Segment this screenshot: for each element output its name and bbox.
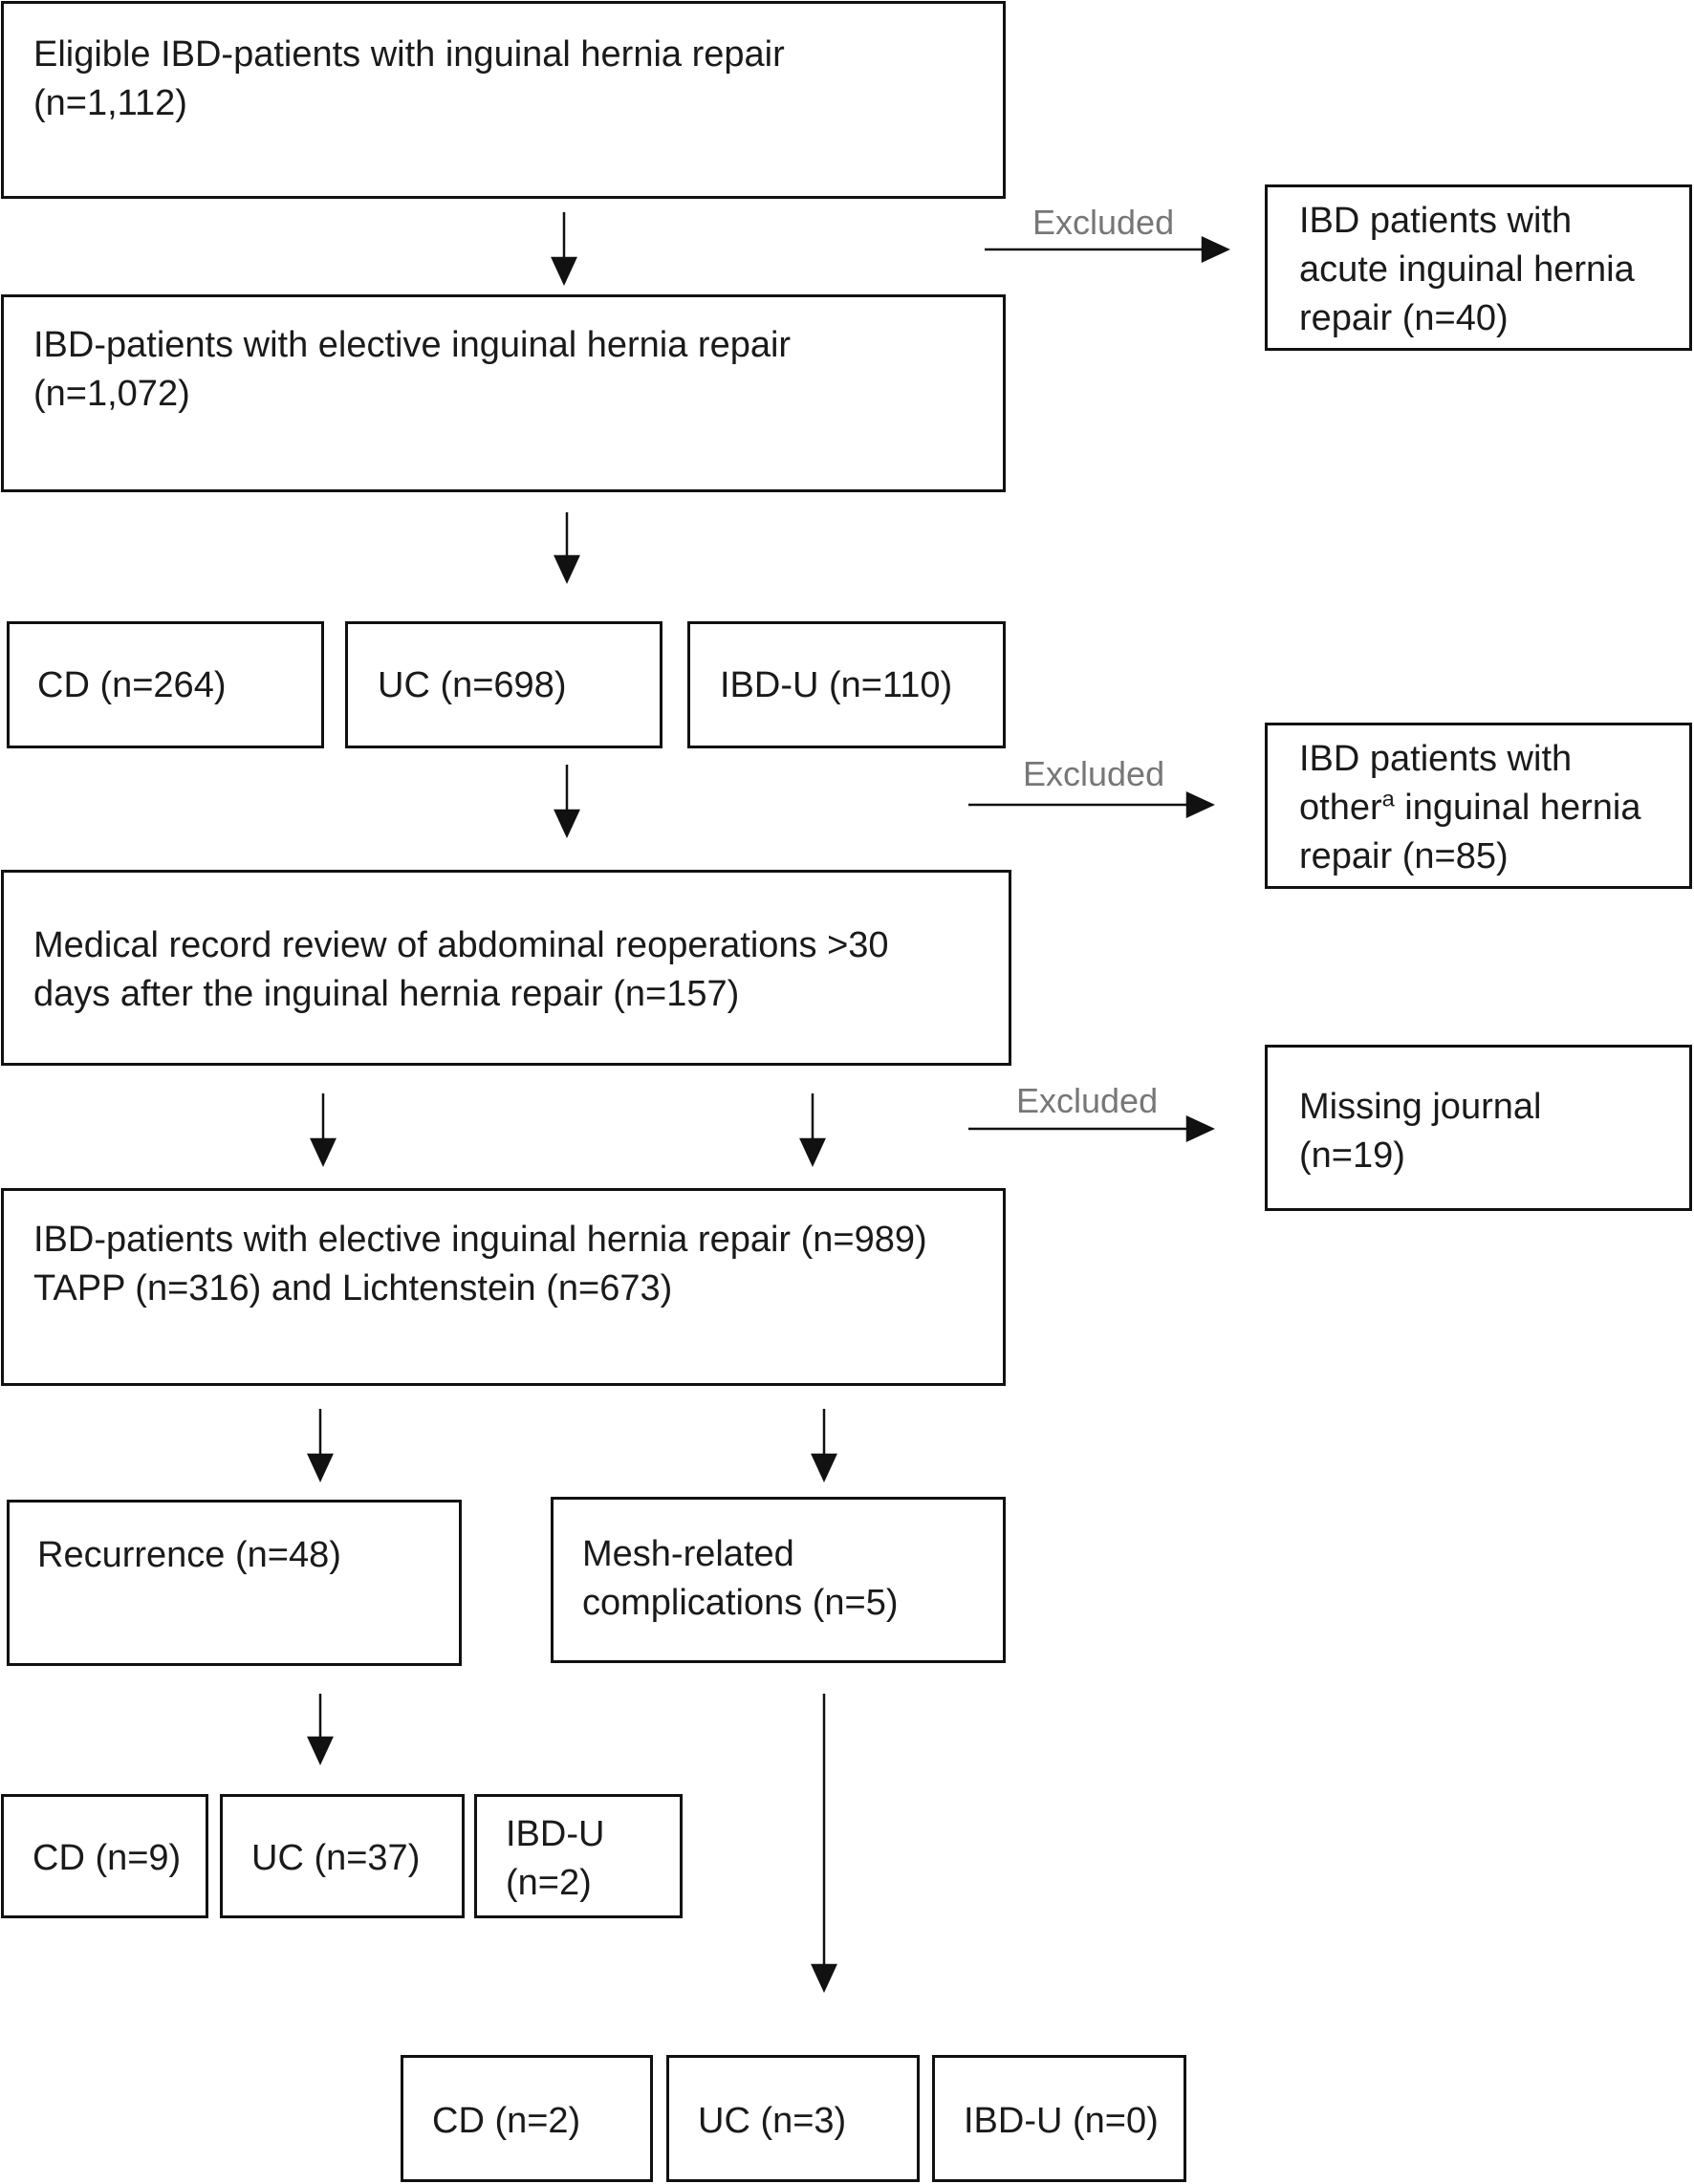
arrow-cohort-to-recurrence xyxy=(307,1409,334,1482)
excluded-label-1: Excluded xyxy=(1032,203,1175,242)
box-mesh-cd: CD (n=2) xyxy=(401,2055,653,2182)
box-other-line1: IBD patients with xyxy=(1299,739,1573,779)
arrow-subgroups-to-review xyxy=(554,765,580,838)
box-other-line3: repair (n=85) xyxy=(1299,836,1509,876)
box-rec-ibdu-line2: (n=2) xyxy=(506,1863,592,1903)
box-recurrence-cd: CD (n=9) xyxy=(1,1794,208,1918)
box-cohort-line2: TAPP (n=316) and Lichtenstein (n=673) xyxy=(33,1268,673,1308)
box-eligible-line2: (n=1,112) xyxy=(33,83,187,123)
arrow-recurrence-to-subgroups xyxy=(307,1694,334,1765)
arrow-review-to-cohort-left xyxy=(310,1093,337,1167)
box-mesh-line2: complications (n=5) xyxy=(582,1583,899,1623)
box-other-line2: othera inguinal hernia xyxy=(1299,784,1689,833)
arrow-elective-to-subgroups xyxy=(554,512,580,584)
box-rec-ibdu-line1: IBD-U xyxy=(506,1814,605,1854)
excluded-label-3: Excluded xyxy=(1016,1081,1159,1120)
box-review-line1: Medical record review of abdominal reope… xyxy=(33,925,889,965)
box-elective-line1: IBD-patients with elective inguinal hern… xyxy=(33,325,792,365)
box-acute-line2: acute inguinal hernia xyxy=(1299,249,1635,290)
box-rec-uc-label: UC (n=37) xyxy=(251,1838,421,1878)
arrow-cohort-to-mesh xyxy=(811,1409,837,1482)
box-final-cohort: IBD-patients with elective inguinal hern… xyxy=(1,1188,1006,1386)
box-mesh-complications: Mesh-related complications (n=5) xyxy=(551,1497,1006,1663)
box-elective: IBD-patients with elective inguinal hern… xyxy=(1,294,1006,492)
box-acute-line3: repair (n=40) xyxy=(1299,298,1509,338)
box-review-line2: days after the inguinal hernia repair (n… xyxy=(33,974,740,1014)
box-elective-line2: (n=1,072) xyxy=(33,374,190,414)
arrow-excluded-missing xyxy=(968,1115,1215,1142)
arrow-mesh-to-subgroups xyxy=(811,1694,837,1993)
excluded-label-2: Excluded xyxy=(1023,754,1165,793)
box-missing-line1: Missing journal xyxy=(1299,1087,1542,1127)
box-excluded-other: IBD patients with othera inguinal hernia… xyxy=(1265,723,1692,889)
box-other-line2-post: inguinal hernia xyxy=(1394,788,1641,828)
box-eligible: Eligible IBD-patients with inguinal hern… xyxy=(1,1,1006,199)
box-mesh-ibdu-label: IBD-U (n=0) xyxy=(964,2101,1159,2141)
box-rec-cd-label: CD (n=9) xyxy=(33,1838,182,1878)
box-recurrence-uc: UC (n=37) xyxy=(220,1794,465,1918)
box-missing-line2: (n=19) xyxy=(1299,1135,1405,1176)
arrow-excluded-acute xyxy=(985,236,1230,263)
box-ibdu-all-label: IBD-U (n=110) xyxy=(720,665,953,705)
arrow-excluded-other xyxy=(968,791,1215,818)
box-eligible-line1: Eligible IBD-patients with inguinal hern… xyxy=(33,34,785,75)
box-other-footnote-marker: a xyxy=(1381,786,1395,811)
arrow-eligible-to-elective xyxy=(551,212,577,286)
box-acute-line1: IBD patients with xyxy=(1299,201,1573,241)
box-other-line2-pre: other xyxy=(1299,788,1382,828)
box-mesh-uc-label: UC (n=3) xyxy=(698,2101,847,2141)
box-excluded-missing: Missing journal (n=19) xyxy=(1265,1045,1692,1211)
box-uc-all-label: UC (n=698) xyxy=(378,665,567,705)
box-recurrence: Recurrence (n=48) xyxy=(7,1500,462,1666)
box-cd-all: CD (n=264) xyxy=(7,621,324,748)
box-cohort-line1: IBD-patients with elective inguinal hern… xyxy=(33,1220,927,1260)
box-ibdu-all: IBD-U (n=110) xyxy=(687,621,1006,748)
box-record-review: Medical record review of abdominal reope… xyxy=(1,870,1011,1066)
box-recurrence-label: Recurrence (n=48) xyxy=(37,1535,341,1575)
box-uc-all: UC (n=698) xyxy=(345,621,662,748)
box-mesh-ibdu: IBD-U (n=0) xyxy=(932,2055,1186,2182)
box-mesh-uc: UC (n=3) xyxy=(666,2055,920,2182)
box-mesh-line1: Mesh-related xyxy=(582,1534,794,1574)
box-mesh-cd-label: CD (n=2) xyxy=(432,2101,581,2141)
arrow-review-to-cohort-right xyxy=(799,1093,826,1167)
box-excluded-acute: IBD patients with acute inguinal hernia … xyxy=(1265,184,1692,351)
box-recurrence-ibdu: IBD-U (n=2) xyxy=(474,1794,683,1918)
box-cd-all-label: CD (n=264) xyxy=(37,665,227,705)
